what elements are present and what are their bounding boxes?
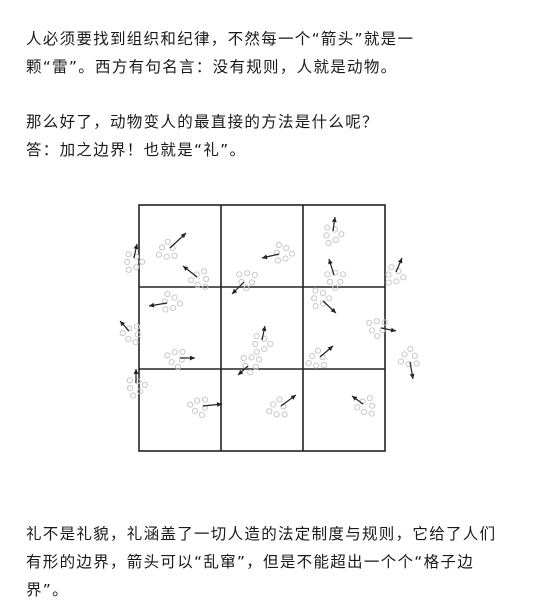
arrow [409, 361, 415, 380]
arrow-blur-mark [324, 269, 347, 291]
arrow-blur-mark [305, 347, 328, 369]
arrow [148, 302, 168, 308]
arrow [202, 402, 223, 407]
paragraph-conclusion: 礼不是礼貌，礼涵盖了一切人造的法定制度与规则，它给了人们 有形的边界，箭头可以“… [26, 520, 526, 604]
arrow-blur-mark [323, 224, 345, 247]
arrow [261, 325, 267, 341]
arrow [133, 369, 139, 383]
arrow [395, 257, 403, 273]
arrow [319, 345, 334, 358]
arrow [261, 253, 280, 260]
arrow-blur-mark [273, 241, 295, 264]
arrow [322, 300, 337, 314]
arrow-blur-mark [124, 251, 146, 273]
arrow [331, 216, 337, 232]
arrow-blur-mark [126, 377, 148, 399]
text-line: 人必须要找到组织和纪律，不然每一个“箭头”就是一 [26, 30, 415, 48]
arrow [351, 395, 364, 405]
arrow-blur-mark [164, 348, 186, 370]
arrow-blur-mark [161, 290, 183, 313]
arrow-blur-mark [366, 318, 388, 340]
arrow-blur-mark [119, 323, 141, 346]
text-line: 有形的边界，箭头可以“乱窜”，但是不能超出一个个“格子边 [26, 553, 474, 571]
text-line: 答：加之边界！也就是“礼”。 [26, 141, 247, 159]
arrow-blur-mark [252, 333, 274, 355]
arrow-blur-mark [354, 395, 376, 417]
arrow [182, 265, 198, 278]
arrow-blur-mark [311, 287, 333, 310]
text-line: 那么好了，动物变人的最直接的方法是什么呢？ [26, 113, 379, 131]
arrow-blur-mark [266, 396, 288, 418]
text-line: 礼不是礼貌，礼涵盖了一切人造的法定制度与规则，它给了人们 [26, 525, 497, 543]
arrows-layer [119, 216, 420, 418]
arrow-blur-mark [385, 264, 407, 286]
arrow [231, 281, 245, 295]
text-line: 界”。 [26, 581, 69, 599]
arrow [133, 243, 139, 259]
arrow [169, 232, 187, 249]
arrow-blur-mark [240, 354, 263, 376]
arrow-blur-mark [236, 270, 258, 292]
paragraph-question: 那么好了，动物变人的最直接的方法是什么呢？ 答：加之边界！也就是“礼”。 [26, 108, 526, 164]
arrow [380, 327, 397, 333]
arrow [119, 320, 130, 332]
arrow [237, 365, 249, 376]
arrow-blur-mark [155, 238, 178, 260]
arrow [328, 258, 335, 276]
arrow-blur-mark [187, 396, 208, 418]
arrow-blur-mark [397, 346, 420, 368]
arrow [280, 394, 297, 407]
arrow [180, 355, 195, 361]
text-line: 颗“雷”。西方有句名言：没有规则，人就是动物。 [26, 58, 398, 76]
paragraph-intro: 人必须要找到组织和纪律，不然每一个“箭头”就是一 颗“雷”。西方有句名言：没有规… [26, 25, 526, 81]
